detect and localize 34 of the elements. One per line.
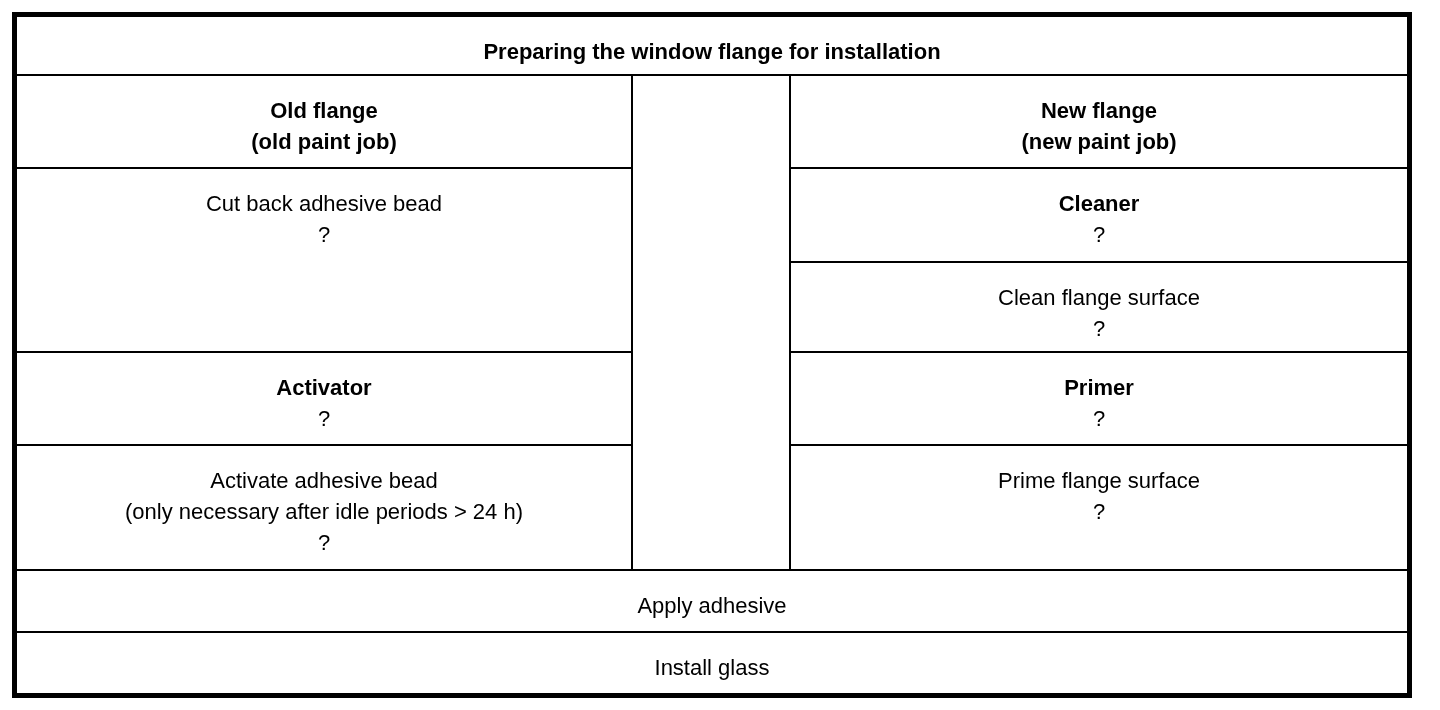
column-subheading: (old paint job) <box>251 128 397 156</box>
question-mark: ? <box>317 529 331 557</box>
column-subheading: (new paint job) <box>1021 128 1177 156</box>
header-cell <box>15 15 1409 76</box>
material-cell <box>789 351 1409 446</box>
step-text: Activate adhesive bead <box>210 467 438 495</box>
step-cell <box>15 569 1409 633</box>
step-cell <box>15 444 633 571</box>
column-heading: New flange <box>1040 97 1158 125</box>
header-cell <box>789 74 1409 169</box>
column-heading: Old flange <box>270 97 378 125</box>
material-cell <box>15 351 633 446</box>
material-name: Activator <box>276 374 372 402</box>
question-mark: ? <box>1092 315 1106 343</box>
step-cell <box>789 444 1409 571</box>
question-mark: ? <box>1092 498 1106 526</box>
step-text: Prime flange surface <box>998 467 1200 495</box>
question-mark: ? <box>317 405 331 433</box>
step-cell <box>15 631 1409 695</box>
note-text: (only necessary after idle periods > 24 h) <box>124 498 523 526</box>
step-text: Install glass <box>654 654 770 682</box>
step-cell <box>15 167 633 353</box>
material-name: Primer <box>1064 374 1134 402</box>
question-mark: ? <box>1092 221 1106 249</box>
step-cell <box>789 261 1409 353</box>
header-cell <box>15 74 633 169</box>
table-title: Preparing the window flange for installation <box>483 38 941 66</box>
question-mark: ? <box>317 221 331 249</box>
material-name: Cleaner <box>1058 190 1140 218</box>
question-mark: ? <box>1092 405 1106 433</box>
step-text: Clean flange surface <box>998 284 1200 312</box>
step-text: Cut back adhesive bead <box>205 190 443 218</box>
step-text: Apply adhesive <box>637 592 787 620</box>
material-cell <box>789 167 1409 263</box>
